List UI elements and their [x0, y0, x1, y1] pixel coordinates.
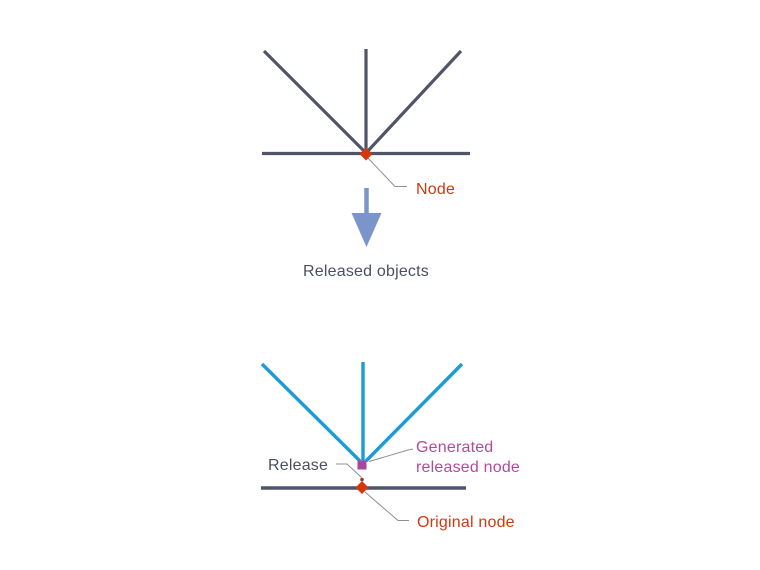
generated-released-node-label: Generated released node	[416, 438, 520, 478]
generated-node-leader-line	[368, 448, 414, 462]
release-point-dot	[360, 477, 364, 482]
member-line-left-diagonal	[262, 49, 368, 155]
generated-released-node-marker	[357, 460, 367, 470]
top-diagram	[262, 49, 470, 187]
original-node-marker	[355, 481, 369, 494]
node-leader-line	[366, 156, 407, 187]
released-objects-caption: Released objects	[303, 263, 429, 280]
bottom-diagram	[260, 362, 466, 521]
node-label: Node	[416, 181, 456, 198]
release-label: Release	[268, 457, 329, 474]
original-node-label: Original node	[417, 514, 515, 531]
down-arrow-icon	[351, 213, 382, 247]
released-member-right-diagonal	[364, 362, 464, 463]
generated-released-node-label-line1: Generated	[416, 439, 494, 456]
member-line-right-diagonal	[364, 49, 463, 155]
generated-released-node-label-line2: released node	[416, 459, 521, 476]
release-leader-line	[336, 463, 362, 478]
transition-arrow	[351, 188, 382, 247]
released-member-left-diagonal	[260, 362, 362, 463]
original-node-leader-line	[364, 491, 409, 521]
node-marker	[359, 147, 373, 161]
